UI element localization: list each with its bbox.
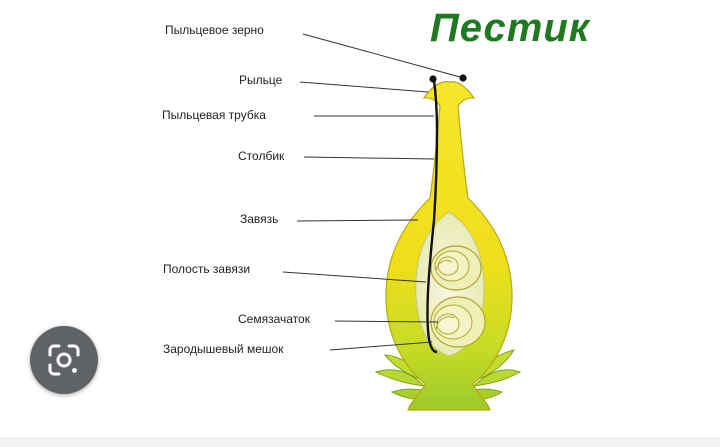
label-pollen-tube: Пыльцевая трубка [162,108,266,122]
bottom-strip [0,437,720,447]
label-pollen-grain: Пыльцевое зерно [165,23,264,37]
label-stigma: Рыльце [239,73,283,87]
label-ovary: Завязь [240,212,279,226]
pollen-grain-right [459,74,467,82]
diagram-title: Пестик [430,6,591,50]
label-ovary-cavity: Полость завязи [163,262,251,276]
google-lens-icon [48,344,80,376]
lower-ovule [430,296,486,348]
google-lens-button[interactable] [30,326,98,394]
label-style: Столбик [238,149,285,163]
label-ovule: Семязачаток [238,312,310,326]
pollen-grain-left [429,75,437,83]
pollen-tube [426,79,439,354]
label-embryo-sac: Зародышевый мешок [163,342,284,356]
leader-lines [282,33,461,351]
upper-ovule [430,245,482,291]
